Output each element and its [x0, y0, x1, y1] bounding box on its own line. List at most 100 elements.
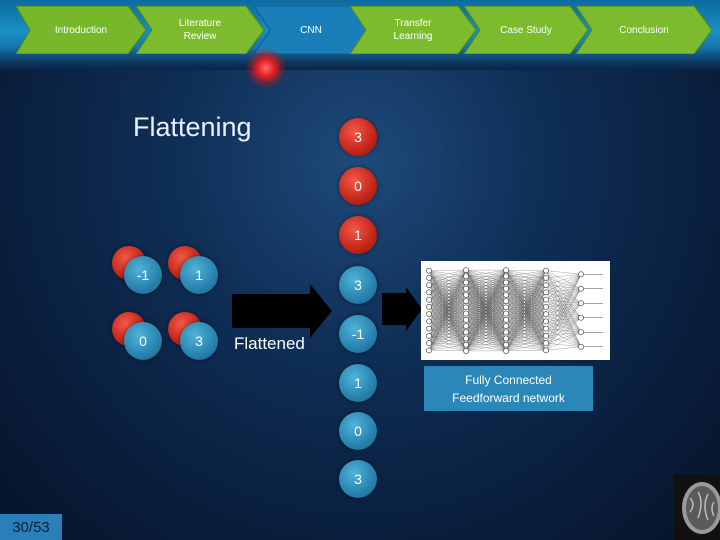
- nn-edge: [428, 319, 467, 351]
- nn-edge: [428, 285, 467, 302]
- nn-node: [543, 325, 549, 332]
- nn-node: [543, 332, 549, 339]
- nn-edge: [428, 277, 467, 283]
- nav-introduction[interactable]: Introduction: [16, 6, 146, 54]
- nn-edge: [428, 282, 467, 307]
- nn-edge: [428, 350, 467, 352]
- nn-edge: [505, 299, 547, 351]
- nn-edge: [465, 325, 507, 351]
- nav-chevron: [254, 6, 368, 54]
- nn-node: [463, 323, 469, 329]
- nn-edge: [505, 313, 547, 322]
- nn-edge: [465, 332, 507, 352]
- nn-edge: [505, 288, 547, 307]
- nn-edge: [428, 270, 467, 289]
- nav-chevron: [576, 6, 712, 54]
- nn-edge: [428, 276, 467, 300]
- nn-node: [426, 332, 432, 339]
- nn-node: [426, 267, 432, 274]
- nn-node: [463, 347, 469, 354]
- nn-edge: [465, 270, 507, 339]
- nn-edge: [505, 277, 547, 320]
- nn-edge: [505, 282, 547, 293]
- nn-edge: [545, 274, 582, 336]
- nn-edge: [428, 328, 467, 351]
- nn-node: [578, 314, 584, 321]
- nn-edge: [505, 314, 547, 320]
- nn-edge: [505, 270, 547, 327]
- nn-edge: [505, 343, 547, 352]
- matrix-cell: -1: [112, 246, 164, 294]
- nn-node: [543, 267, 549, 274]
- nn-edge: [465, 276, 507, 351]
- nn-node: [463, 335, 469, 342]
- nn-edge: [428, 294, 467, 322]
- nn-node: [463, 341, 469, 348]
- nav-cnn[interactable]: CNN: [254, 6, 368, 54]
- nn-edge: [428, 282, 467, 293]
- nn-edge: [545, 274, 582, 293]
- nn-edge: [505, 276, 547, 293]
- nn-edge: [505, 321, 547, 345]
- nav-conclusion[interactable]: Conclusion: [576, 6, 712, 54]
- nn-edge: [428, 270, 467, 322]
- nn-node: [426, 274, 432, 281]
- nn-edge: [465, 301, 507, 351]
- nav-label-introduction: Introduction: [54, 24, 108, 36]
- nn-edge: [465, 344, 507, 352]
- nn-edge: [505, 288, 547, 300]
- page-number: 30/53: [0, 514, 62, 540]
- matrix-cell: 0: [112, 312, 164, 360]
- nn-edge: [428, 288, 467, 336]
- nn-node: [463, 316, 469, 323]
- nn-edge: [505, 299, 547, 320]
- nn-edge: [428, 301, 467, 307]
- brain-scan-thumbnail: [674, 474, 720, 540]
- nav-literature-review[interactable]: Literature Review: [136, 6, 264, 54]
- nav-transfer-learning[interactable]: Transfer Learning: [350, 6, 476, 54]
- nn-node: [503, 310, 509, 317]
- nn-edge: [505, 306, 547, 333]
- matrix-cell-value: 1: [180, 256, 218, 294]
- nn-node: [463, 304, 469, 311]
- nn-edge: [428, 288, 467, 351]
- nn-node: [543, 282, 549, 289]
- nav-case-study[interactable]: Case Study: [464, 6, 588, 54]
- nn-edge: [428, 270, 467, 277]
- nn-edge: [428, 288, 467, 293]
- nav-label-cnn: CNN: [300, 24, 322, 36]
- nn-edge: [428, 270, 467, 283]
- nn-edge: [428, 299, 467, 302]
- nn-edge: [465, 313, 507, 351]
- nn-edge: [428, 276, 467, 322]
- nn-node: [463, 310, 469, 317]
- nn-edge: [465, 294, 507, 351]
- nn-edge: [428, 288, 467, 344]
- slide-title: Flattening: [133, 112, 252, 142]
- nn-edge: [505, 314, 547, 339]
- nn-edge: [428, 294, 467, 351]
- nn-edge: [428, 328, 467, 339]
- flattened-node: 1: [339, 216, 377, 254]
- nn-edge: [505, 319, 547, 329]
- nn-edge: [428, 314, 467, 345]
- nn-edge: [428, 277, 467, 296]
- nn-edge: [428, 301, 467, 329]
- nn-node: [426, 296, 432, 303]
- nn-edge: [505, 270, 547, 302]
- flattened-node: 3: [339, 460, 377, 498]
- nn-edge: [428, 270, 467, 308]
- nav-label-transfer-learning: Transfer Learning: [393, 18, 433, 42]
- nn-edge: [545, 343, 582, 347]
- nn-edge: [505, 344, 547, 351]
- nn-edge: [505, 321, 547, 339]
- right-arrow-icon: [232, 284, 332, 338]
- nn-edge: [505, 335, 547, 345]
- nn-node: [426, 325, 432, 332]
- nn-edge: [428, 270, 467, 315]
- nn-node: [578, 300, 584, 307]
- nn-edge: [505, 292, 547, 327]
- nn-edge: [505, 319, 547, 344]
- nn-edge: [505, 306, 547, 339]
- matrix-cell-value: -1: [124, 256, 162, 294]
